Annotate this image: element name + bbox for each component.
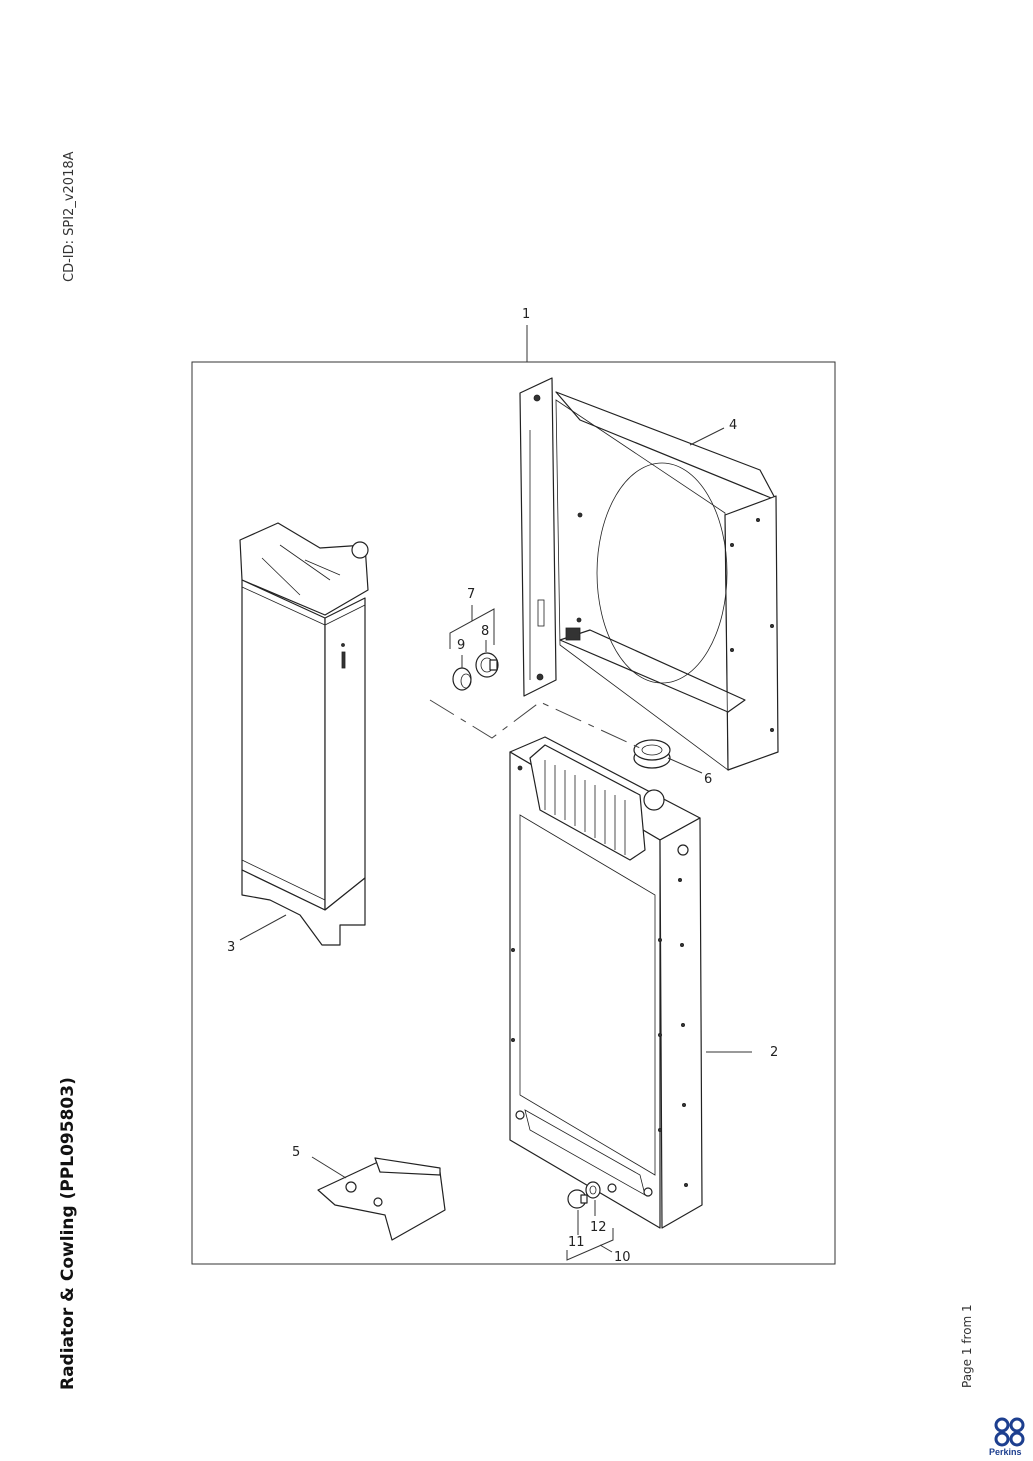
- leader-6: [667, 757, 703, 774]
- perkins-logo-icon: [994, 1417, 1025, 1447]
- callout-1: 1: [522, 307, 530, 322]
- charge-air-cooler-part-3: [239, 522, 369, 946]
- leader-3: [239, 914, 287, 941]
- leader-10: [599, 1244, 613, 1253]
- callout-3: 3: [227, 940, 235, 955]
- relation-line: [429, 699, 641, 749]
- callout-11: 11: [568, 1235, 585, 1250]
- callout-12: 12: [590, 1220, 607, 1235]
- radiator-part-2: [509, 736, 703, 1229]
- callout-2: 2: [770, 1045, 778, 1060]
- callout-9: 9: [457, 638, 465, 653]
- callout-6: 6: [704, 772, 712, 787]
- callout-8: 8: [481, 624, 489, 639]
- radiator-cap-part-6: [633, 739, 671, 769]
- leader-5: [311, 1156, 347, 1179]
- callout-7: 7: [467, 587, 475, 602]
- callout-10: 10: [614, 1250, 631, 1265]
- cowling-part-4: [519, 377, 779, 771]
- callout-5: 5: [292, 1145, 300, 1160]
- callout-4: 4: [729, 418, 737, 433]
- leader-10-bracket: [566, 1228, 614, 1261]
- leader-4: [689, 427, 725, 446]
- brand-name: Perkins: [989, 1447, 1022, 1457]
- plug-kit-part-7: [452, 652, 499, 691]
- assembly-frame: [191, 361, 836, 1265]
- drain-kit-part-10: [567, 1181, 601, 1209]
- mounting-bracket-part-5: [317, 1157, 446, 1241]
